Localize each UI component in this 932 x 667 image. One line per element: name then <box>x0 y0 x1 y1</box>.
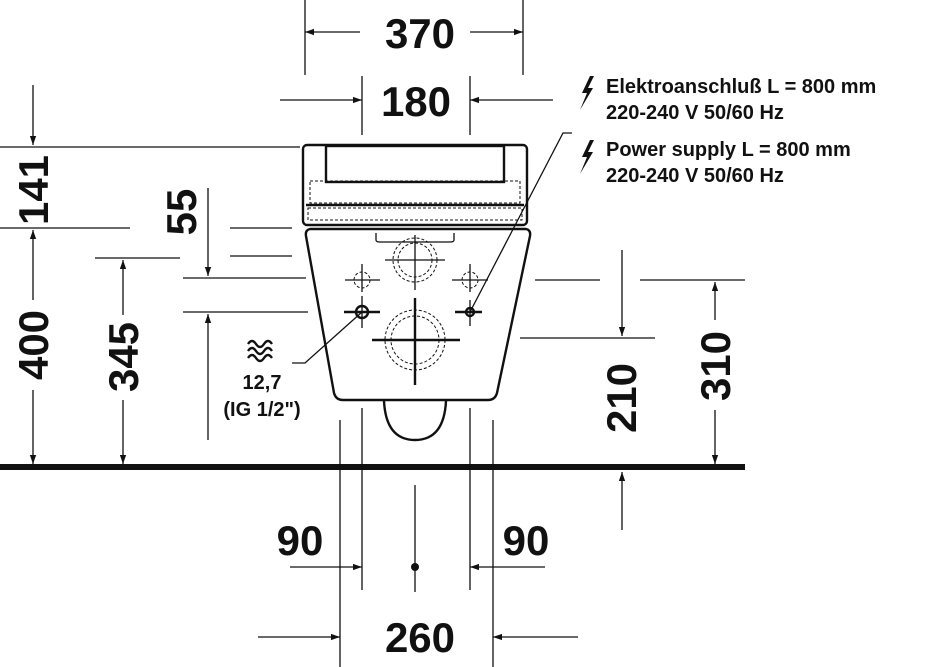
floor-line <box>0 464 745 470</box>
dimension-345-label: 345 <box>100 322 147 392</box>
electrical-en-line1: Power supply L = 800 mm <box>606 139 851 161</box>
dimension-90-right: 90 <box>470 517 550 571</box>
dimension-90-left-label: 90 <box>277 517 324 564</box>
dimension-400-label: 400 <box>10 310 57 380</box>
dimension-370: 370 <box>304 0 524 75</box>
water-connection-size: 12,7 <box>243 372 282 394</box>
dimension-210-label: 210 <box>598 363 645 433</box>
dimension-141: 141 <box>10 85 57 225</box>
dimension-345: 345 <box>100 260 147 464</box>
water-connection-thread: (IG 1/2") <box>223 399 300 421</box>
dimension-260-label: 260 <box>385 614 455 661</box>
dimension-310: 310 <box>692 282 739 464</box>
lightning-icon <box>580 76 594 110</box>
lightning-icon <box>580 140 594 174</box>
dimension-370-label: 370 <box>385 10 455 57</box>
dimension-90-left: 90 <box>277 517 362 571</box>
water-connection-callout: 12,7 (IG 1/2") <box>223 311 363 421</box>
dimension-90-right-label: 90 <box>503 517 550 564</box>
dimension-260: 260 <box>258 614 578 661</box>
electrical-de-line1: Elektroanschluß L = 800 mm <box>606 76 876 98</box>
dimension-210: 210 <box>598 250 645 530</box>
dimension-55: 55 <box>158 188 212 440</box>
dimension-180-label: 180 <box>381 78 451 125</box>
center-dot <box>411 563 419 571</box>
toilet-bowl <box>304 227 532 442</box>
water-waves-icon <box>247 339 273 363</box>
dimension-400: 400 <box>10 230 57 464</box>
dimension-141-label: 141 <box>10 155 57 225</box>
dimension-55-label: 55 <box>158 189 205 236</box>
dimension-180: 180 <box>280 76 553 135</box>
shower-toilet-seat <box>301 143 529 227</box>
electrical-en-line2: 220-240 V 50/60 Hz <box>606 165 784 187</box>
power-supply-callout: Elektroanschluß L = 800 mm 220-240 V 50/… <box>469 76 876 313</box>
electrical-de-line2: 220-240 V 50/60 Hz <box>606 102 784 124</box>
dimension-310-label: 310 <box>692 331 739 401</box>
